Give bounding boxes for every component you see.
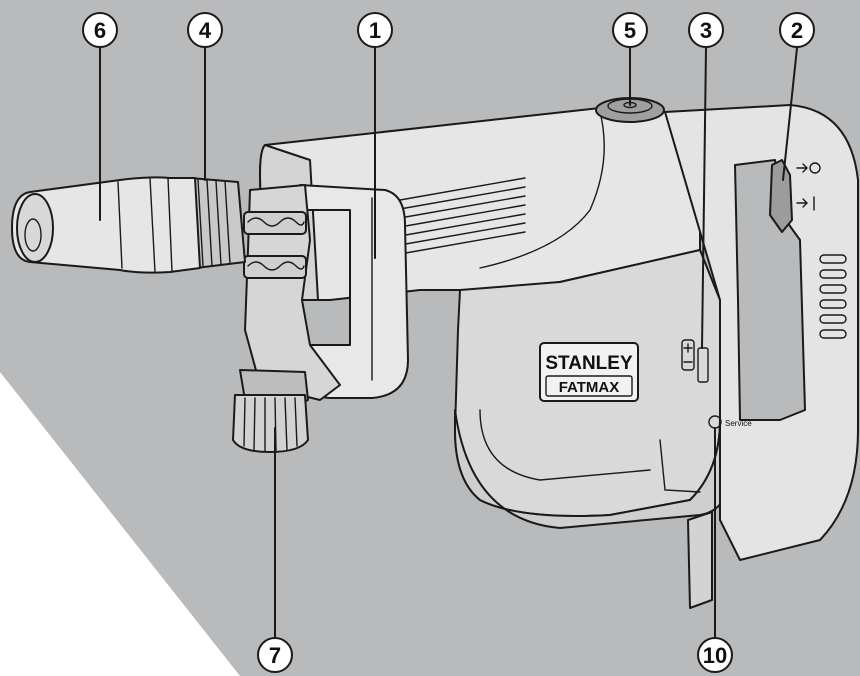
callout-2: 2 [779,12,815,48]
on-off-switch [769,159,793,233]
background-white-corner [0,372,240,676]
knob-ridges [243,397,298,452]
svg-text:3: 3 [700,18,712,43]
callout-7: 7 [257,637,293,673]
cord-guard [687,511,713,609]
callout-1: 1 [357,12,393,48]
svg-text:6: 6 [94,18,106,43]
arrow-circle-icon [796,162,821,174]
arrow-line-icon [796,196,815,211]
side-plate: STANLEY FATMAX Service [539,339,752,429]
tool-holder-chuck [11,176,246,274]
brand-line2: FATMAX [559,379,620,396]
callout-5: 5 [612,12,648,48]
vertical-grip-assembly [232,184,341,453]
callout-leaders [99,47,798,639]
brand-line1: STANLEY [545,353,633,374]
collar-ribs [197,179,231,267]
callout-6: 6 [82,12,118,48]
svg-text:4: 4 [199,18,212,43]
svg-text:10: 10 [703,643,727,668]
brand-badge [539,342,639,402]
grip-ridges [819,254,847,339]
service-label: Service [725,419,752,428]
svg-text:1: 1 [369,18,381,43]
svg-text:2: 2 [791,18,803,43]
svg-text:5: 5 [624,18,636,43]
callout-3: 3 [688,12,724,48]
callout-10: 10 [697,637,733,673]
callout-4: 4 [187,12,223,48]
rear-handle [664,104,859,561]
svg-text:7: 7 [269,643,281,668]
cooling-slots [399,177,526,255]
